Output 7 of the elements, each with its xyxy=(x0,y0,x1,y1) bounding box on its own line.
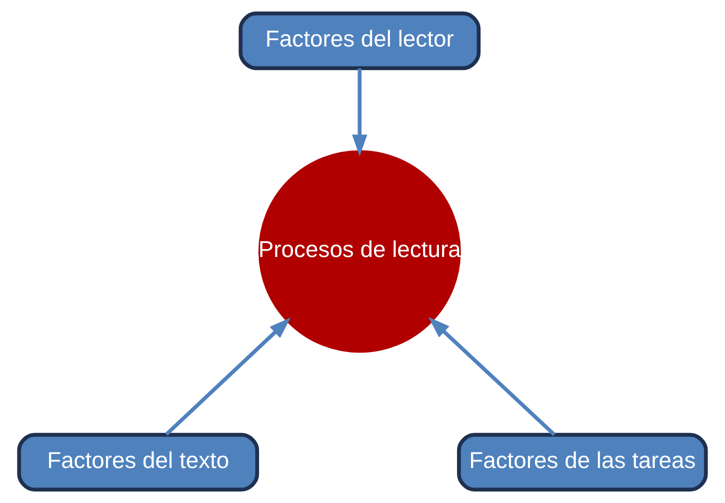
arrow xyxy=(165,318,291,436)
node-box: Factores de las tareas xyxy=(457,432,708,492)
arrow xyxy=(428,317,556,436)
node-box: Factores del lector xyxy=(238,12,481,70)
node-circle: Procesos de lectura xyxy=(258,150,461,353)
node-box: Factores del texto xyxy=(17,432,260,492)
arrow xyxy=(352,68,368,156)
